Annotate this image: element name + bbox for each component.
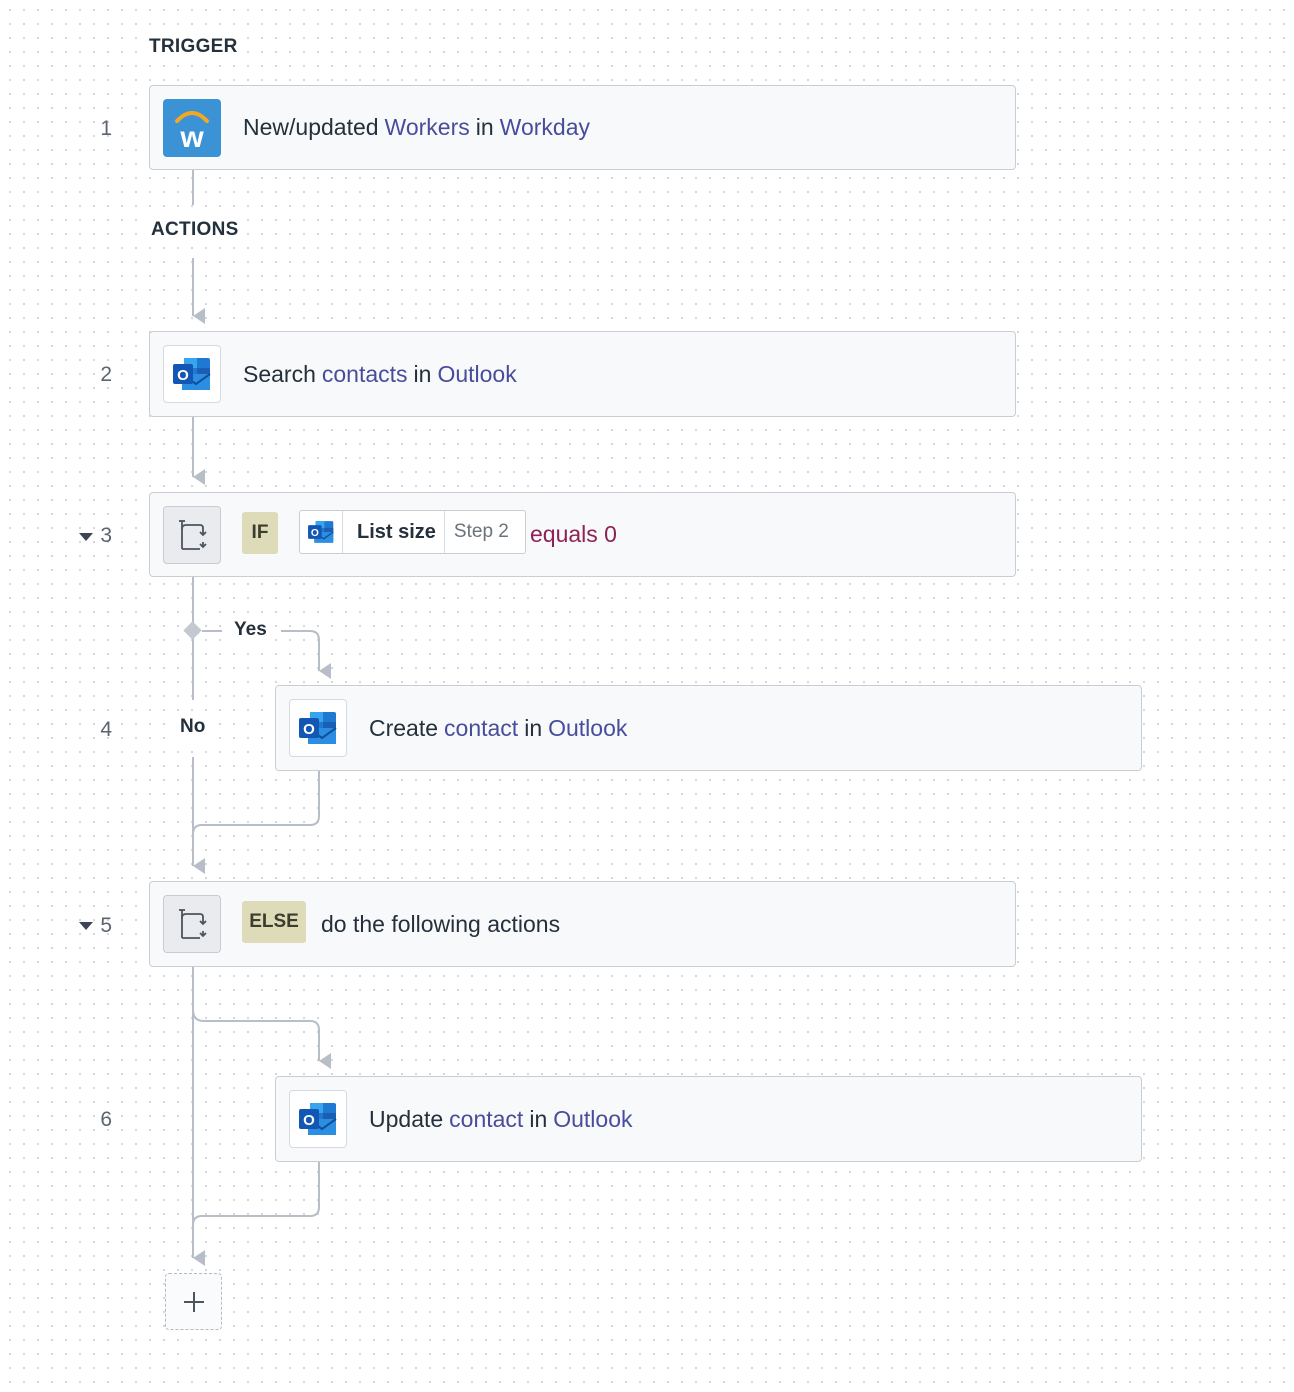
svg-text:w: w [179,121,204,154]
collapse-caret-icon[interactable] [79,533,93,541]
step-object-link[interactable]: contact [449,1105,524,1132]
step-object-link[interactable]: contacts [321,360,408,387]
if-badge: IF [242,512,278,554]
step-verb: Create [369,714,439,741]
step-app-link[interactable]: Workday [499,114,590,140]
outlook-icon: O [289,1090,347,1148]
outlook-icon: O [300,511,343,553]
svg-text:O: O [311,528,319,539]
trigger-step-card[interactable]: w New/updated Workers in Workday [149,85,1016,170]
trigger-section-label: TRIGGER [147,34,240,60]
step-prep: in [413,360,432,387]
step-title: Create contact in Outlook [369,686,627,770]
step-title: New/updated Workers in Workday [243,86,590,169]
condition-branch-icon [163,506,221,564]
step-verb: New/updated [243,114,379,140]
condition-operator: equals 0 [530,521,617,547]
step-object-link[interactable]: contact [444,714,519,741]
step-number-2: 2 [100,363,112,386]
else-text: do the following actions [321,910,561,937]
step-number-5: 5 [100,914,112,937]
step-number-6: 6 [100,1108,112,1131]
step-number-4: 4 [100,718,112,741]
else-badge: ELSE [242,901,306,943]
svg-text:O: O [303,721,315,738]
collapse-caret-icon[interactable] [79,922,93,930]
step-object-link[interactable]: Workers [384,114,470,140]
actions-section-label: ACTIONS [149,217,241,243]
svg-text:O: O [303,1112,315,1129]
step-number-1: 1 [100,117,112,140]
action-step-card[interactable]: O Update contact in Outlook [275,1076,1142,1162]
outlook-icon: O [163,345,221,403]
step-title: Search contacts in Outlook [243,332,517,416]
datapill-field: List size [343,511,445,553]
step-verb: Search [243,360,316,387]
plus-icon [183,1291,204,1312]
step-app-link[interactable]: Outlook [553,1105,633,1132]
yes-branch-label: Yes [231,618,270,642]
else-condition-card[interactable]: ELSE do the following actions [149,881,1016,967]
action-step-card[interactable]: O Search contacts in Outlook [149,331,1016,417]
if-condition-card[interactable]: IF O List size Step 2 equals 0 [149,492,1016,577]
add-step-button[interactable] [165,1273,222,1330]
action-step-card[interactable]: O Create contact in Outlook [275,685,1142,771]
workday-icon: w [163,99,221,157]
step-verb: Update [369,1105,444,1132]
step-number-3: 3 [100,524,112,547]
outlook-icon: O [289,699,347,757]
step-prep: in [524,714,543,741]
svg-text:O: O [177,367,189,384]
step-prep: in [529,1105,548,1132]
step-title: Update contact in Outlook [369,1077,633,1161]
step-app-link[interactable]: Outlook [437,360,517,387]
step-app-link[interactable]: Outlook [548,714,628,741]
condition-branch-icon [163,895,221,953]
step-prep: in [475,114,494,140]
datapill-source: Step 2 [453,521,509,542]
no-branch-label: No [177,715,209,739]
datapill-list-size[interactable]: O List size Step 2 [299,510,526,554]
